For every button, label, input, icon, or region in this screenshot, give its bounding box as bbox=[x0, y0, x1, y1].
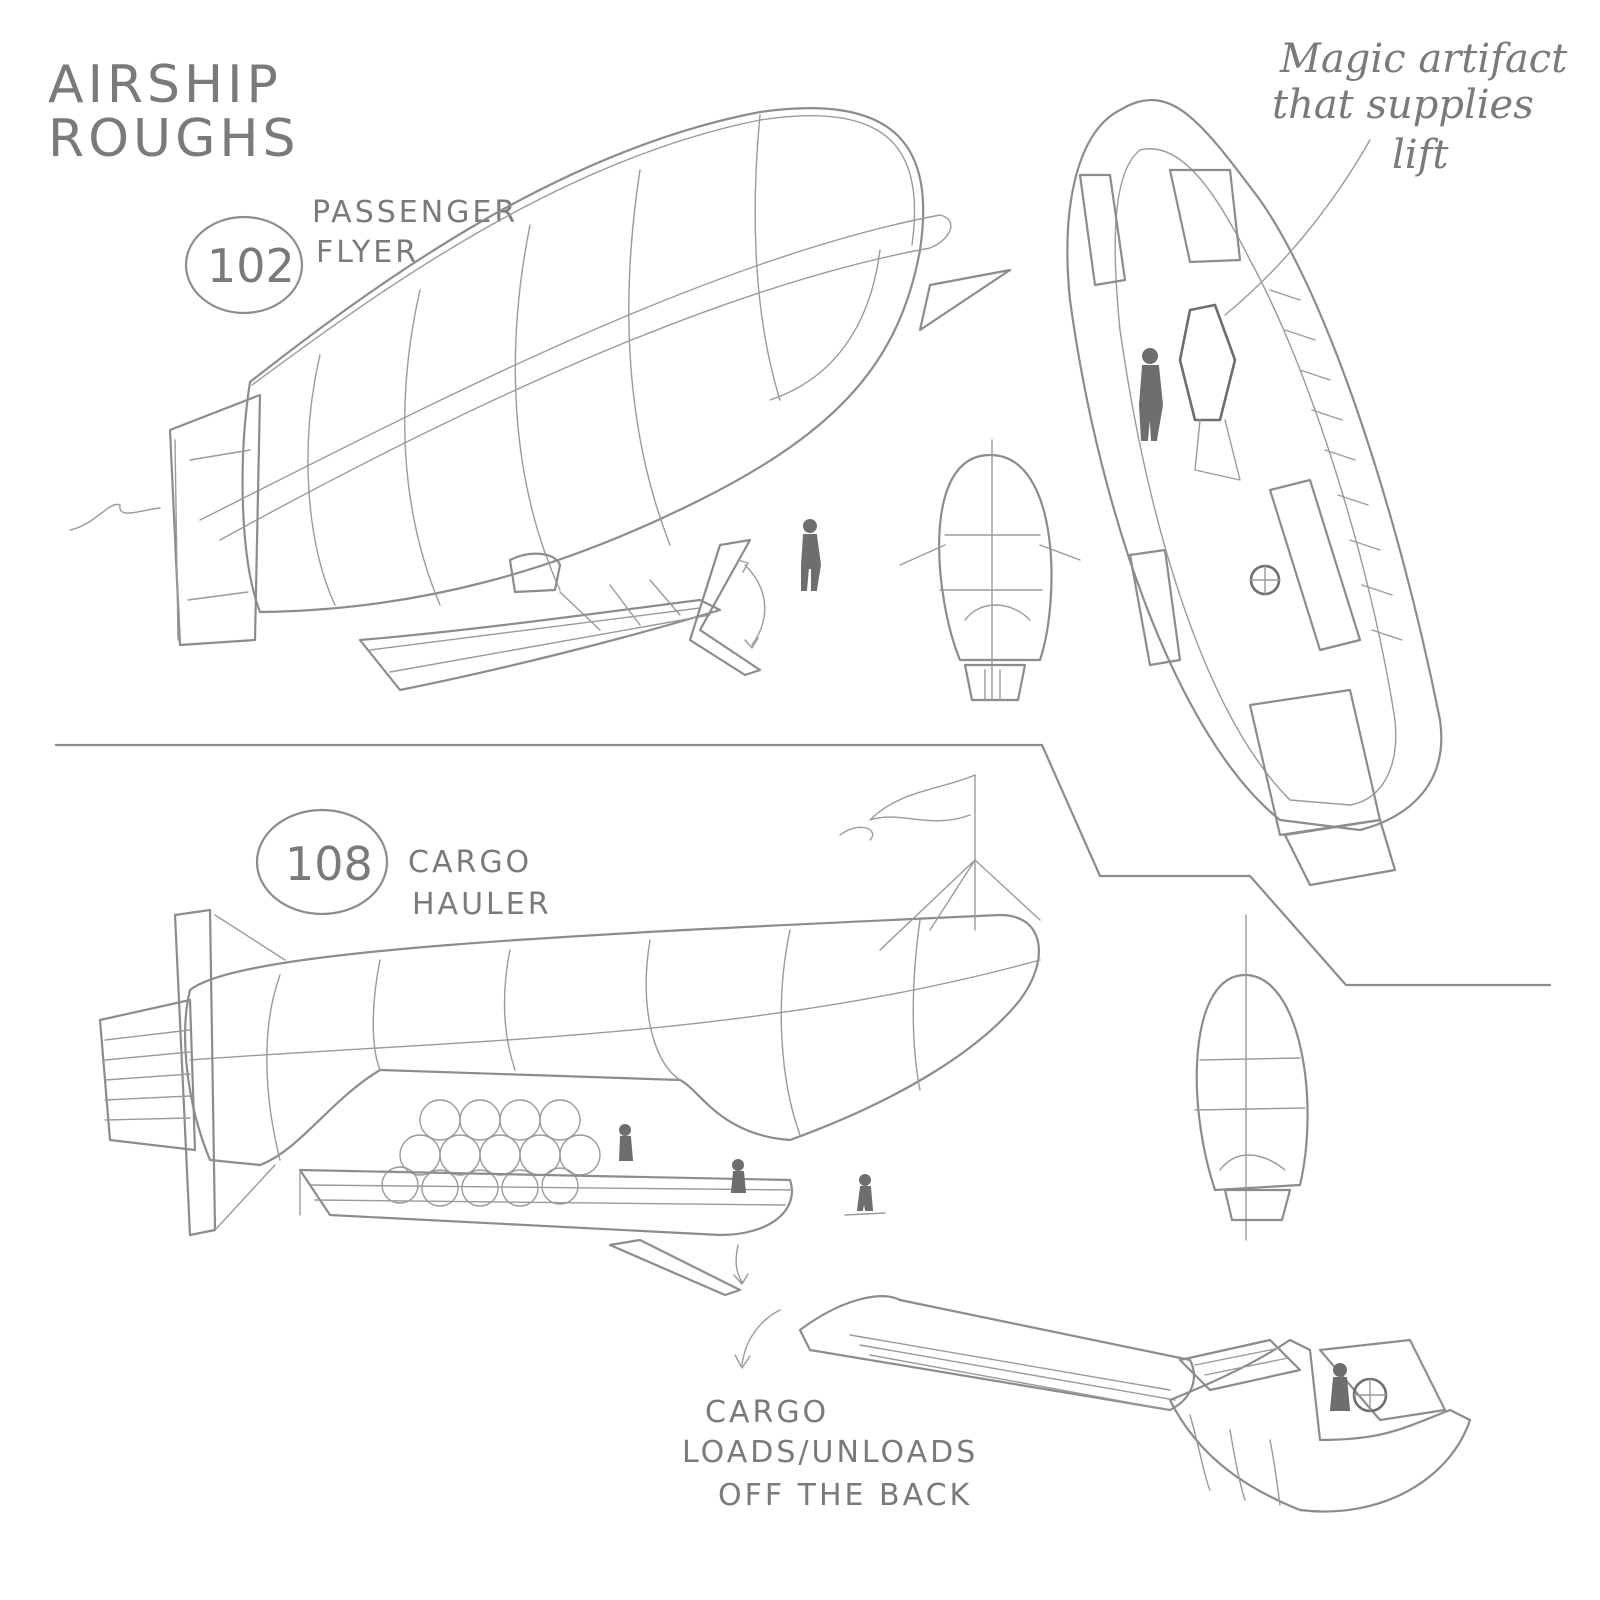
design-name-line-2: FLYER bbox=[316, 235, 419, 270]
sheet-title: AIRSHIP ROUGHS bbox=[48, 55, 300, 169]
artifact-note-line-1: Magic artifact bbox=[1279, 36, 1568, 82]
design-name-line-1: CARGO bbox=[408, 845, 532, 880]
section-divider bbox=[54, 743, 1552, 987]
person-figure bbox=[618, 1124, 634, 1161]
person-figure bbox=[730, 1159, 747, 1193]
cargo-hauler-side-view bbox=[98, 774, 1041, 1297]
title-line-1: AIRSHIP bbox=[48, 55, 282, 115]
design-name-line-2: HAULER bbox=[412, 887, 552, 922]
passenger-flyer-side-view bbox=[69, 107, 1012, 692]
cargo-barrels bbox=[381, 1099, 601, 1207]
artifact-note: Magic artifact that supplies lift bbox=[1272, 36, 1568, 178]
cargo-note-line-1: CARGO bbox=[705, 1395, 829, 1430]
title-line-2: ROUGHS bbox=[48, 109, 300, 169]
design-108-label: 108 CARGO HAULER bbox=[255, 808, 552, 922]
cargo-note-line-2: LOADS/UNLOADS bbox=[682, 1435, 978, 1470]
artifact-note-line-3: lift bbox=[1392, 132, 1449, 178]
design-number: 102 bbox=[207, 239, 295, 293]
passenger-flyer-front-view bbox=[899, 439, 1081, 702]
person-figure bbox=[801, 519, 822, 591]
person-figure bbox=[1329, 1363, 1351, 1411]
cargo-note: CARGO LOADS/UNLOADS OFF THE BACK bbox=[682, 1395, 978, 1513]
design-number-circle bbox=[255, 808, 389, 916]
artifact-note-line-2: that supplies bbox=[1272, 82, 1534, 128]
person-figure bbox=[1138, 348, 1164, 441]
cargo-note-line-3: OFF THE BACK bbox=[718, 1478, 972, 1513]
cargo-hauler-front-view bbox=[1194, 914, 1309, 1241]
design-number: 108 bbox=[285, 837, 373, 891]
design-name-line-1: PASSENGER bbox=[312, 195, 518, 230]
passenger-flyer-deck-view bbox=[1066, 99, 1443, 887]
cargo-hold-detail-view bbox=[734, 1295, 1472, 1513]
design-102-label: 102 PASSENGER FLYER bbox=[184, 195, 518, 315]
design-number-circle bbox=[184, 215, 304, 315]
person-figure bbox=[844, 1174, 886, 1216]
